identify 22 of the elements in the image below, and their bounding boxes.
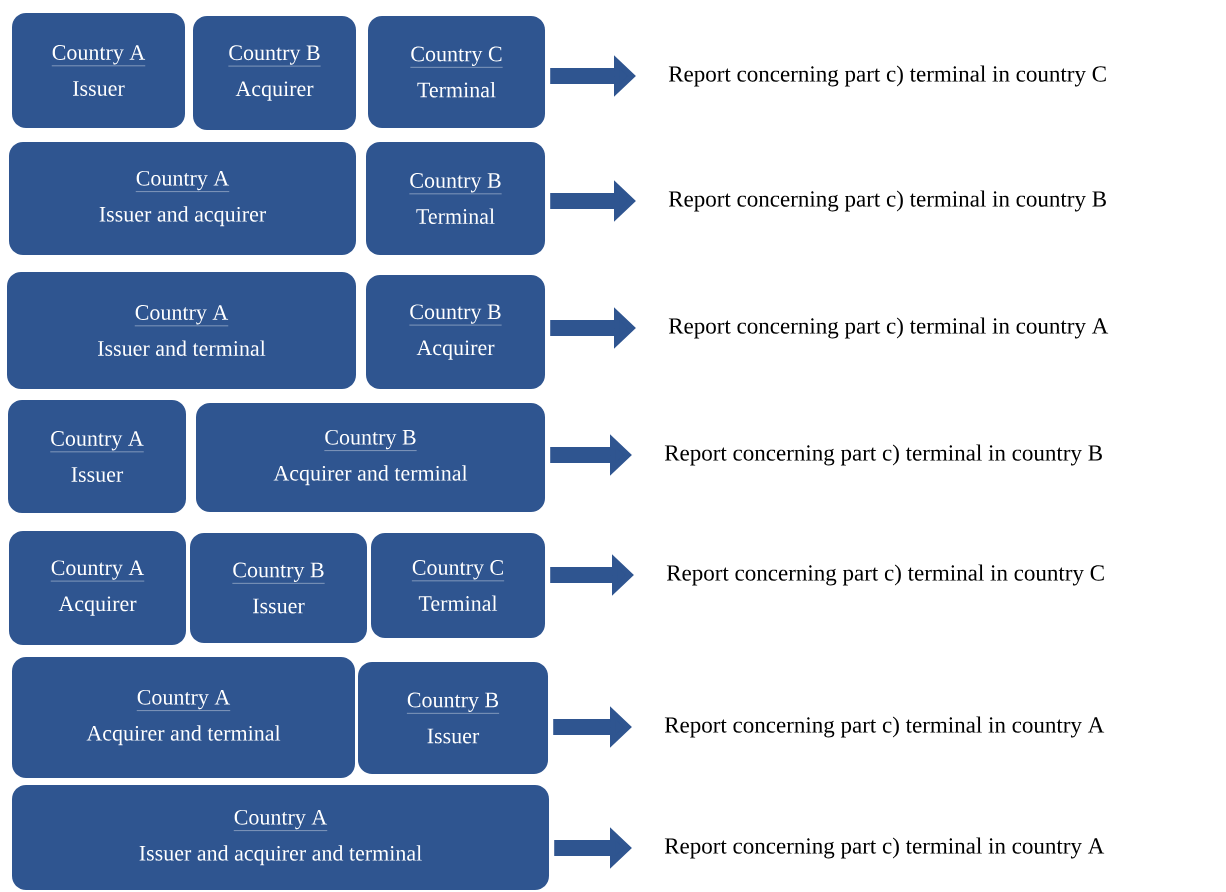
report-text: Report concerning part c) terminal in country B <box>668 190 1106 212</box>
report-text: Report concerning part c) terminal in country B <box>664 444 1102 466</box>
process-box: Country C Terminal <box>371 533 545 638</box>
process-box: Country B Acquirer <box>193 16 356 130</box>
process-box: Country B Issuer <box>358 662 548 774</box>
report-text: Report concerning part c) terminal in country A <box>664 837 1105 859</box>
process-box: Country B Acquirer <box>366 275 545 389</box>
process-box: Country B Acquirer and terminal <box>196 403 545 512</box>
report-text: Report concerning part c) terminal in country C <box>668 65 1106 87</box>
report-text: Report concerning part c) terminal in country C <box>666 564 1104 586</box>
report-text: Report concerning part c) terminal in country A <box>664 716 1105 738</box>
process-box: Country A Issuer and acquirer <box>9 142 356 255</box>
process-box: Country A Issuer <box>8 400 186 513</box>
process-box: Country A Acquirer and terminal <box>12 657 355 778</box>
process-box: Country A Issuer and terminal <box>7 272 356 389</box>
report-text: Report concerning part c) terminal in country A <box>668 317 1109 339</box>
process-box: Country C Terminal <box>368 16 545 128</box>
process-box: Country A Acquirer <box>9 531 186 645</box>
process-box: Country B Issuer <box>190 533 367 643</box>
process-box: Country B Terminal <box>366 142 545 255</box>
process-box: Country A Issuer and acquirer and terminal <box>12 785 549 890</box>
process-box: Country A Issuer <box>12 13 185 128</box>
